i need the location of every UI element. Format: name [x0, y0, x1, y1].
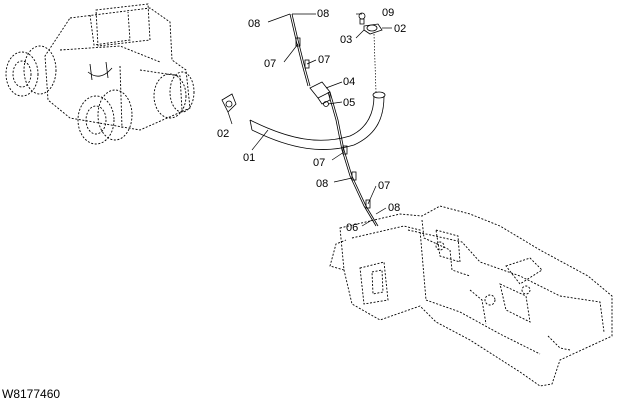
callout-02-left: 02 [217, 128, 229, 140]
callout-04: 04 [343, 76, 355, 88]
callout-08-b: 08 [317, 8, 329, 20]
callout-03: 03 [340, 34, 352, 46]
callout-07-a: 07 [264, 58, 276, 70]
callout-08-c: 08 [316, 178, 328, 190]
callout-07-d: 07 [378, 180, 390, 192]
callout-06: 06 [346, 222, 358, 234]
callout-07-c: 07 [313, 157, 325, 169]
cable-harness-icon [289, 13, 379, 227]
callout-07-b: 07 [318, 54, 330, 66]
callout-01: 01 [243, 152, 255, 164]
callout-05: 05 [343, 97, 355, 109]
callout-08-a: 08 [248, 18, 260, 30]
wheel-loader-overview-icon [5, 3, 195, 145]
breather-cap-icon [358, 12, 383, 93]
bracket-icon [309, 81, 331, 107]
callout-02-top: 02 [394, 23, 406, 35]
callout-09: 09 [382, 7, 394, 19]
drawing-id: W8177460 [2, 387, 60, 401]
breather-hose-icon [249, 91, 386, 150]
leader-lines [227, 13, 392, 227]
callout-08-d: 08 [388, 202, 400, 214]
rear-frame-icon [329, 205, 613, 387]
clamp-left-icon [221, 93, 237, 113]
